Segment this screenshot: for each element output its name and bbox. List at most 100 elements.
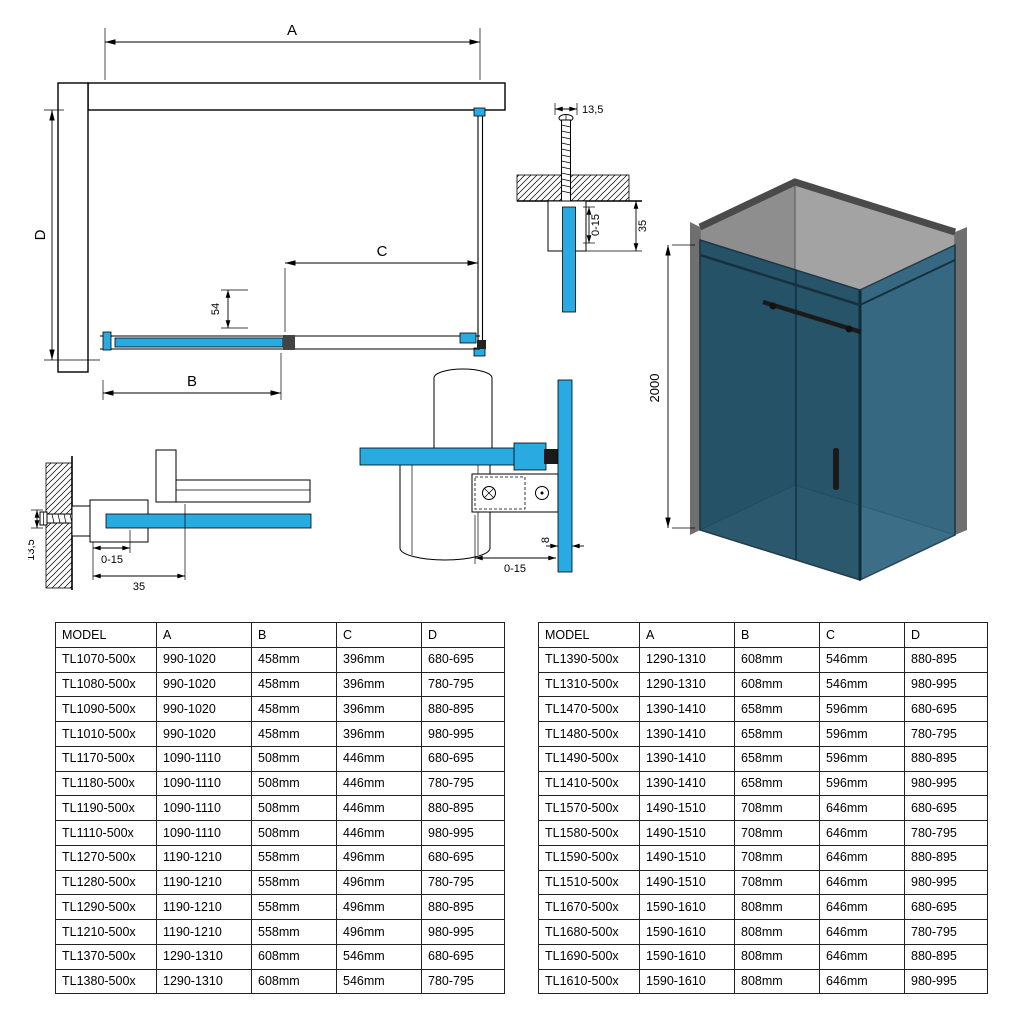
table-cell: TL1180-500x <box>55 770 157 797</box>
roller-icon <box>845 325 853 333</box>
table-cell: 658mm <box>734 770 820 797</box>
table-cell: 646mm <box>819 869 905 896</box>
table-cell: 546mm <box>819 646 905 673</box>
table-cell: TL1190-500x <box>55 795 157 821</box>
table-cell: 1290-1310 <box>639 671 735 698</box>
column-header: B <box>251 622 337 648</box>
dimension-d: D <box>32 109 100 361</box>
table-cell: 446mm <box>336 745 422 772</box>
table-cell: 1190-1210 <box>156 894 252 920</box>
table-cell: 880-895 <box>904 745 988 772</box>
table-cell: 880-895 <box>904 943 988 970</box>
plan-view-drawing: A D C 54 B <box>32 22 506 400</box>
roller-mechanism-detail: 8 0-15 <box>359 368 584 575</box>
table-cell: 1190-1210 <box>156 919 252 945</box>
table-cell: 558mm <box>251 869 337 896</box>
table-cell: 396mm <box>336 671 422 698</box>
table-cell: 646mm <box>819 968 905 995</box>
table-cell: TL1480-500x <box>538 721 640 747</box>
upper-guide-assembly <box>155 449 311 503</box>
table-cell: TL1680-500x <box>538 919 640 945</box>
table-cell: 880-895 <box>904 844 988 871</box>
table-cell: 658mm <box>734 696 820 722</box>
table-cell: 1190-1210 <box>156 844 252 871</box>
table-cell: 808mm <box>734 943 820 970</box>
dimension-35: 35 <box>93 504 186 593</box>
table-cell: TL1310-500x <box>538 671 640 698</box>
table-cell: 980-995 <box>904 869 988 896</box>
table-cell: 1090-1110 <box>156 795 252 821</box>
wall-profile <box>547 200 587 313</box>
table-cell: 496mm <box>336 894 422 920</box>
anchor-screw <box>558 114 574 206</box>
dimension-8: 8 <box>540 537 584 549</box>
wall-hatched <box>516 174 642 202</box>
column-header: MODEL <box>538 622 640 648</box>
table-cell: TL1590-500x <box>538 844 640 871</box>
dim-label-13-5: 13,5 <box>28 539 37 560</box>
table-cell: 808mm <box>734 919 820 945</box>
dimension-b: B <box>102 353 282 400</box>
table-cell: 646mm <box>819 820 905 846</box>
table-cell: 596mm <box>819 721 905 747</box>
table-cell: 646mm <box>819 919 905 945</box>
table-cell: 558mm <box>251 919 337 945</box>
table-cell: 680-695 <box>421 943 505 970</box>
side-panel-plan <box>473 107 486 357</box>
table-cell: 446mm <box>336 820 422 846</box>
dimension-a: A <box>104 22 481 80</box>
table-cell: 1490-1510 <box>639 844 735 871</box>
column-header: A <box>156 622 252 648</box>
door-hardware <box>762 299 862 490</box>
table-cell: 880-895 <box>904 646 988 673</box>
table-cell: TL1470-500x <box>538 696 640 722</box>
dim-label-b: B <box>187 373 197 390</box>
table-cell: 646mm <box>819 795 905 821</box>
table-cell: 446mm <box>336 770 422 797</box>
door-handle <box>833 448 839 490</box>
table-cell: TL1110-500x <box>55 820 157 846</box>
table-cell: 780-795 <box>421 869 505 896</box>
dimension-0-15: 0-15 <box>474 515 556 575</box>
table-cell: TL1090-500x <box>55 696 157 722</box>
table-cell: TL1380-500x <box>55 968 157 995</box>
wall-profile-section-side: 13,5 0-15 35 <box>28 449 312 593</box>
dimension-35: 35 <box>586 201 649 252</box>
table-cell: TL1280-500x <box>55 869 157 896</box>
table-cell: 658mm <box>734 721 820 747</box>
table-cell: 1590-1610 <box>639 943 735 970</box>
table-cell: 708mm <box>734 820 820 846</box>
column-header: MODEL <box>55 622 157 648</box>
table-cell: 980-995 <box>421 820 505 846</box>
dimension-13-5: 13,5 <box>28 509 43 561</box>
dim-label-54: 54 <box>210 303 222 315</box>
table-cell: 1590-1610 <box>639 919 735 945</box>
table-cell: TL1580-500x <box>538 820 640 846</box>
dim-label-0-15: 0-15 <box>101 554 123 566</box>
table-cell: 458mm <box>251 671 337 698</box>
table-cell: 680-695 <box>904 696 988 722</box>
table-cell: TL1290-500x <box>55 894 157 920</box>
column-header: B <box>734 622 820 648</box>
table-cell: 808mm <box>734 894 820 920</box>
table-cell: 1490-1510 <box>639 869 735 896</box>
roller-icon <box>769 302 777 310</box>
dimension-13-5: 13,5 <box>554 103 603 116</box>
column-header: D <box>904 622 988 648</box>
